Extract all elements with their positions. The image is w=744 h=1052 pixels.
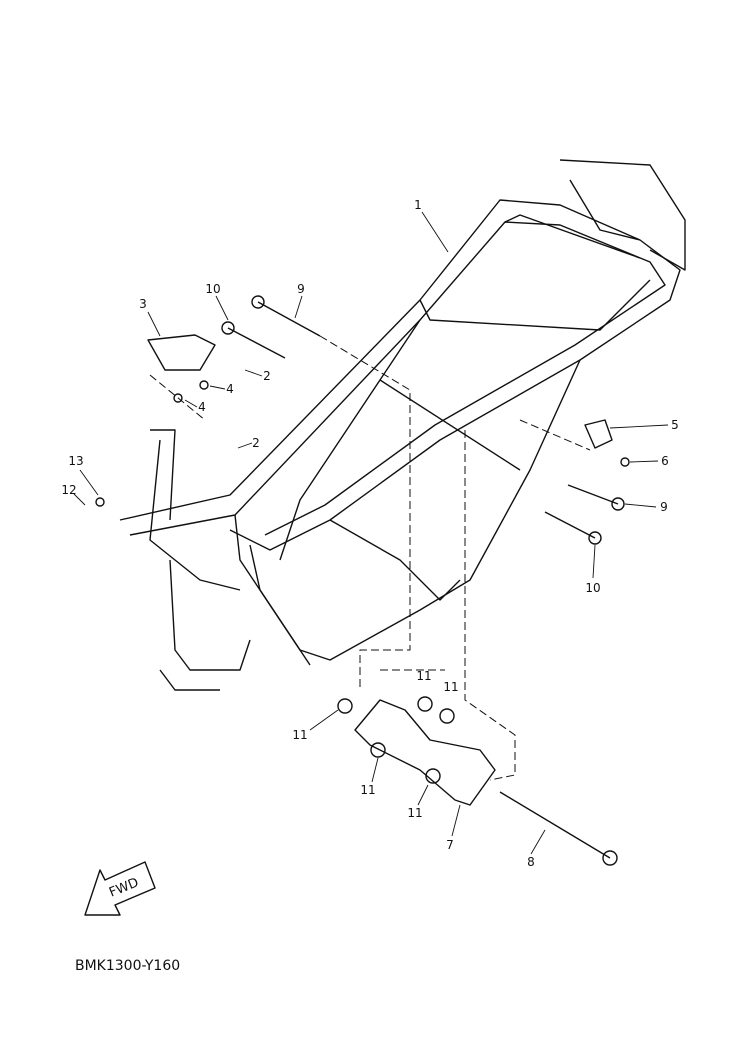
collars-11 xyxy=(173,380,455,784)
callout-2: 2 xyxy=(263,369,271,383)
callout-4: 4 xyxy=(198,400,206,414)
fwd-arrow-icon xyxy=(84,861,156,916)
leader-lines xyxy=(73,211,669,855)
bracket-5 xyxy=(584,419,613,449)
callout-9: 9 xyxy=(660,500,668,514)
callout-8: 8 xyxy=(527,855,535,869)
callout-10: 10 xyxy=(205,282,221,296)
callout-6: 6 xyxy=(661,454,669,468)
callout-11: 11 xyxy=(360,783,376,797)
callout-7: 7 xyxy=(446,838,454,852)
diagram-code: BMK1300-Y160 xyxy=(75,958,181,974)
callout-3: 3 xyxy=(139,297,147,311)
callout-11: 11 xyxy=(292,728,308,742)
bolts xyxy=(95,295,630,866)
callout-9: 9 xyxy=(297,282,305,296)
callout-5: 5 xyxy=(671,418,679,432)
callout-1: 1 xyxy=(414,198,422,212)
callout-11: 11 xyxy=(443,680,459,694)
callout-11: 11 xyxy=(416,669,432,683)
callout-2: 2 xyxy=(252,436,260,450)
callout-12: 12 xyxy=(61,483,77,497)
bracket-3 xyxy=(147,334,216,371)
main-frame xyxy=(119,159,686,691)
engine-mount-link-7 xyxy=(354,699,496,806)
guide-lines xyxy=(149,335,591,781)
callout-13: 13 xyxy=(68,454,84,468)
callout-10: 10 xyxy=(585,581,601,595)
callout-11: 11 xyxy=(407,806,423,820)
callout-4: 4 xyxy=(226,382,234,396)
